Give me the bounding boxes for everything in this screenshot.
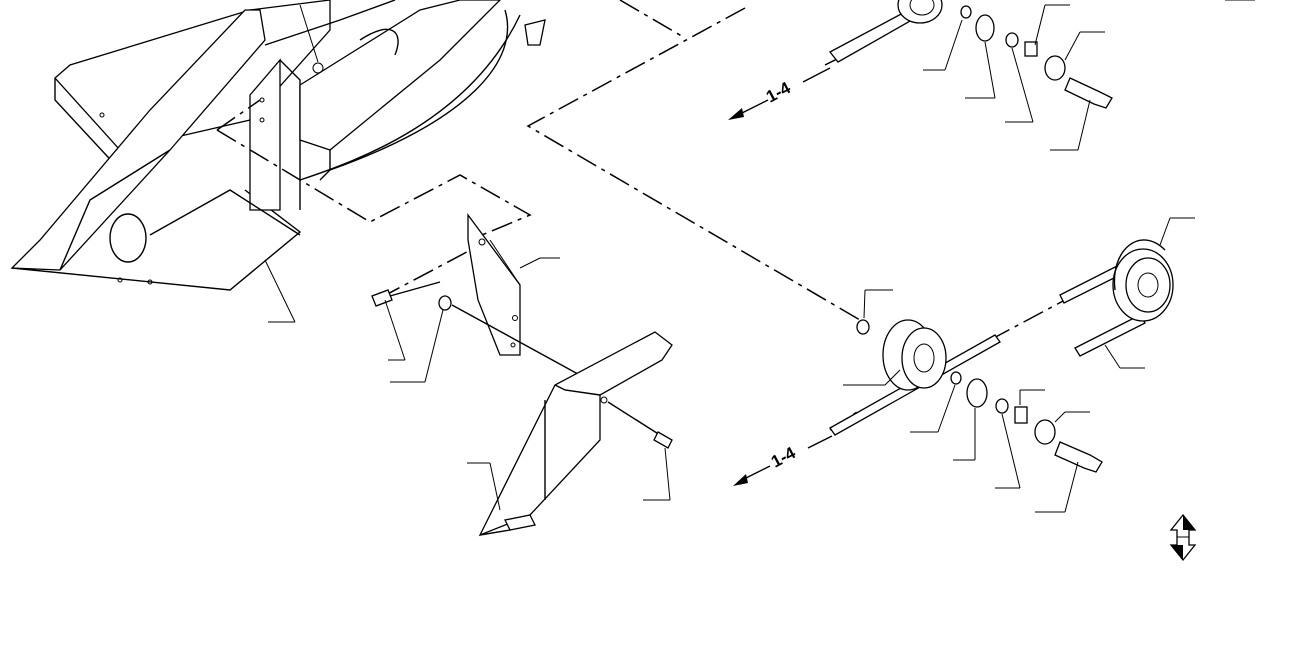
drive-pulley-assembly [1059,217,1195,369]
shield-assembly [467,331,673,537]
bracket-assembly [371,213,599,386]
lower-pulley-assembly [733,289,1103,513]
lower-reference-label: 1-4 [768,443,799,472]
upper-pulley-assembly [728,0,1255,151]
frame-assembly [10,0,546,323]
double-arrow-icon [1169,513,1197,562]
upper-reference-label: 1-4 [763,78,794,107]
